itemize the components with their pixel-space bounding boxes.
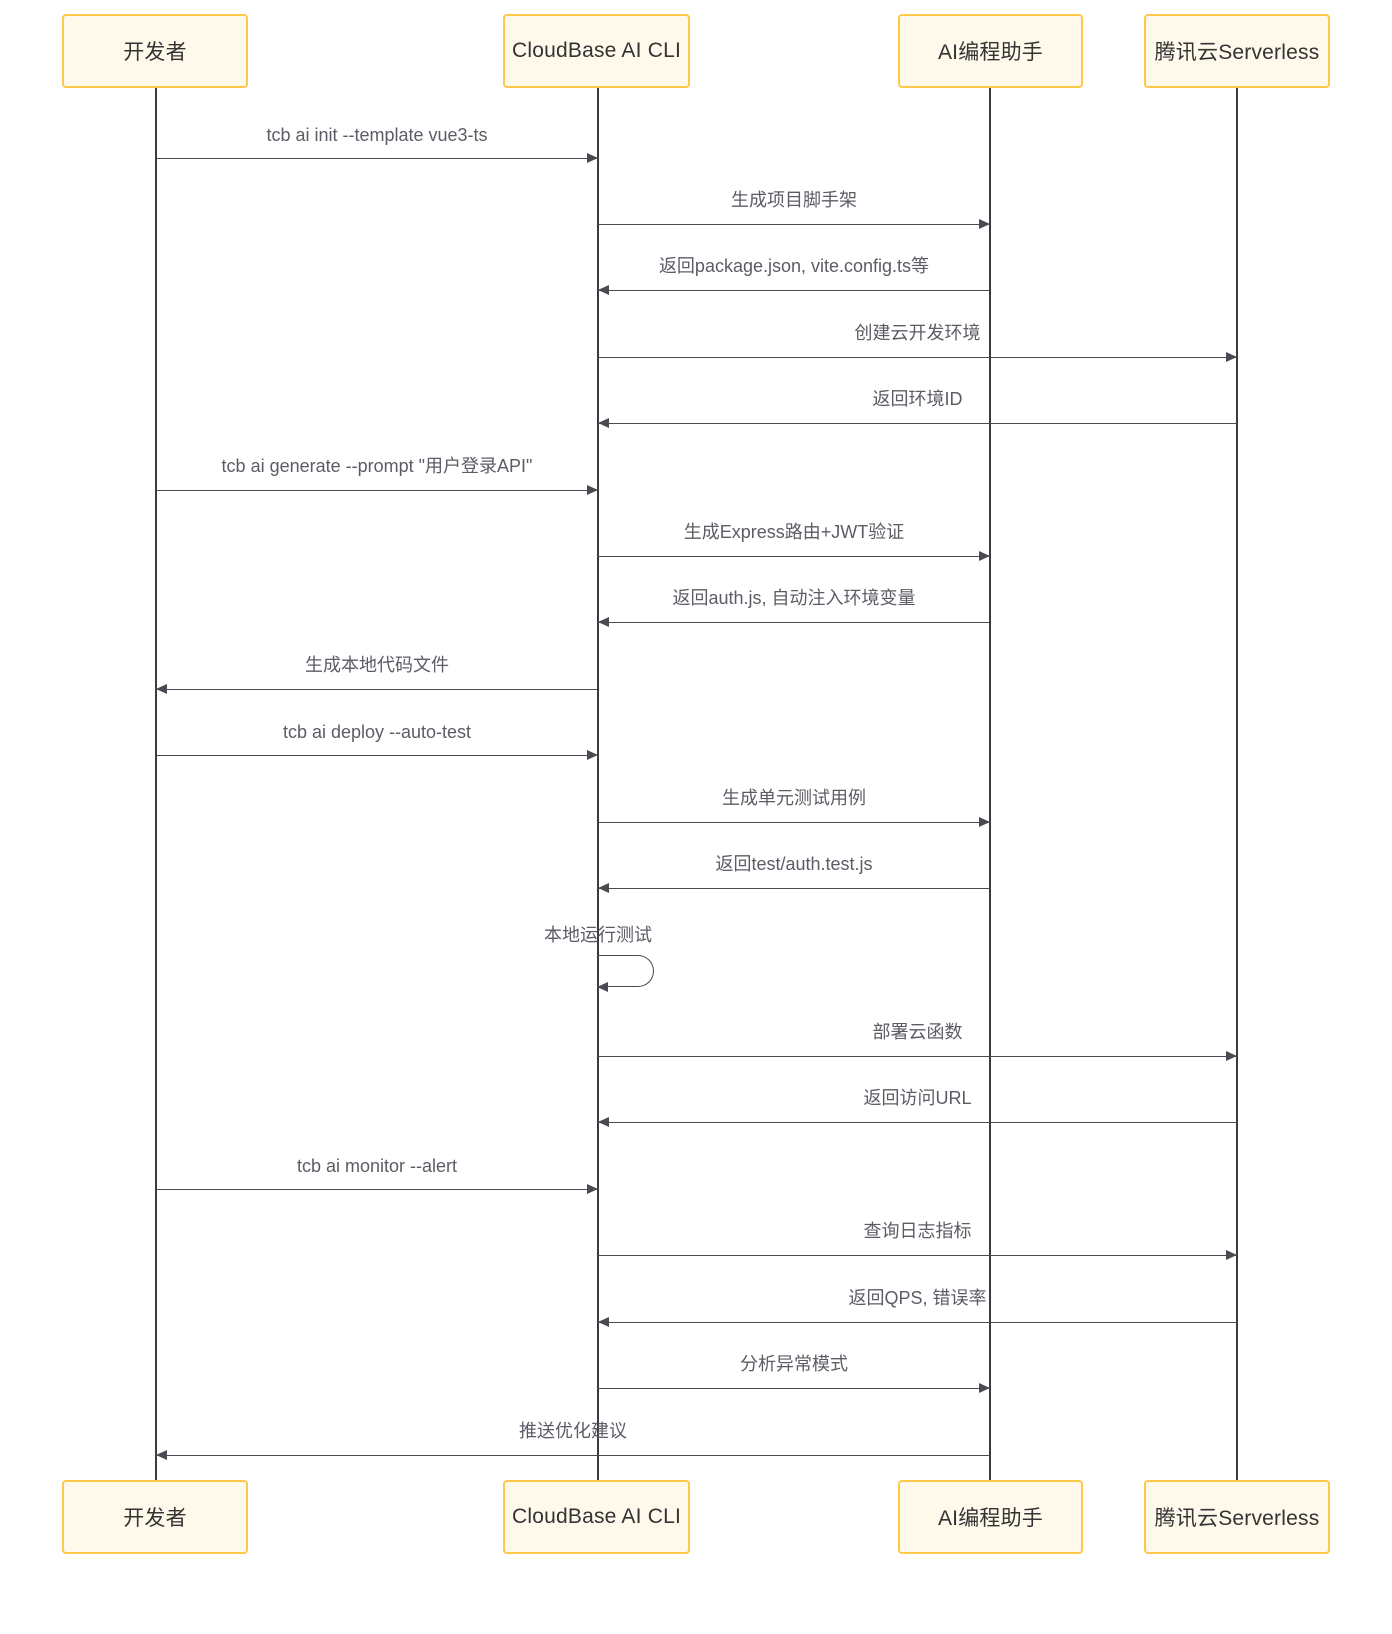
message-arrowhead bbox=[587, 152, 598, 163]
message-label: 查询日志指标 bbox=[863, 1221, 972, 1241]
message-label: 生成单元测试用例 bbox=[722, 788, 866, 808]
message-label: 返回访问URL bbox=[863, 1088, 972, 1108]
message-label: 推送优化建议 bbox=[519, 1421, 627, 1441]
message-arrowhead bbox=[598, 284, 609, 295]
message-line bbox=[598, 888, 990, 889]
message-label: 返回package.json, vite.config.ts等 bbox=[658, 256, 930, 276]
message-label: 创建云开发环境 bbox=[854, 323, 981, 343]
participant-label: 开发者 bbox=[123, 41, 187, 64]
message-label: 返回auth.js, 自动注入环境变量 bbox=[672, 588, 916, 608]
participant-label: 腾讯云Serverless bbox=[1154, 1507, 1320, 1530]
message-line bbox=[156, 1455, 990, 1456]
participant-bottom-serverless[interactable]: 腾讯云Serverless bbox=[1144, 1480, 1330, 1554]
message-arrowhead bbox=[598, 882, 609, 893]
lifeline-serverless bbox=[1236, 88, 1238, 1480]
message-line bbox=[598, 224, 990, 225]
lifeline-assistant bbox=[989, 88, 991, 1480]
message-label: 生成项目脚手架 bbox=[731, 190, 857, 210]
message-label: 返回test/auth.test.js bbox=[715, 854, 873, 874]
participant-bottom-dev[interactable]: 开发者 bbox=[62, 1480, 248, 1554]
message-arrowhead bbox=[587, 484, 598, 495]
message-label: tcb ai init --template vue3-ts bbox=[266, 125, 488, 145]
message-arrowhead bbox=[1226, 1249, 1237, 1260]
participant-top-assistant[interactable]: AI编程助手 bbox=[898, 14, 1083, 88]
message-line bbox=[598, 822, 990, 823]
message-arrowhead bbox=[598, 417, 609, 428]
message-arrowhead bbox=[979, 218, 990, 229]
message-line bbox=[598, 357, 1237, 358]
message-arrowhead bbox=[598, 1116, 609, 1127]
participant-bottom-cli[interactable]: CloudBase AI CLI bbox=[503, 1480, 690, 1554]
message-line bbox=[598, 622, 990, 623]
message-label: 返回QPS, 错误率 bbox=[848, 1288, 987, 1308]
message-line bbox=[598, 556, 990, 557]
message-arrowhead bbox=[979, 816, 990, 827]
participant-label: CloudBase AI CLI bbox=[512, 1505, 681, 1528]
participant-label: CloudBase AI CLI bbox=[512, 39, 681, 62]
message-label: tcb ai monitor --alert bbox=[296, 1156, 458, 1176]
message-line bbox=[156, 490, 598, 491]
message-line bbox=[598, 1255, 1237, 1256]
message-label: 本地运行测试 bbox=[544, 925, 652, 945]
participant-top-serverless[interactable]: 腾讯云Serverless bbox=[1144, 14, 1330, 88]
message-arrowhead bbox=[156, 1449, 167, 1460]
message-arrowhead bbox=[598, 1316, 609, 1327]
message-arrowhead bbox=[598, 616, 609, 627]
message-line bbox=[598, 423, 1237, 424]
lifeline-cli bbox=[597, 88, 599, 1480]
message-label: 分析异常模式 bbox=[740, 1354, 848, 1374]
participant-top-cli[interactable]: CloudBase AI CLI bbox=[503, 14, 690, 88]
message-line bbox=[156, 689, 598, 690]
message-line bbox=[156, 1189, 598, 1190]
message-arrowhead bbox=[979, 550, 990, 561]
message-line bbox=[598, 1056, 1237, 1057]
message-label: 返回环境ID bbox=[872, 389, 963, 409]
participant-label: 腾讯云Serverless bbox=[1154, 41, 1320, 64]
message-arrowhead bbox=[979, 1382, 990, 1393]
message-line bbox=[156, 158, 598, 159]
message-arrowhead bbox=[1226, 351, 1237, 362]
participant-label: 开发者 bbox=[123, 1507, 187, 1530]
self-message-arrowhead bbox=[597, 981, 608, 992]
message-arrowhead bbox=[1226, 1050, 1237, 1061]
message-arrowhead bbox=[156, 683, 167, 694]
participant-label: AI编程助手 bbox=[937, 1507, 1044, 1530]
participant-top-dev[interactable]: 开发者 bbox=[62, 14, 248, 88]
message-line bbox=[598, 1322, 1237, 1323]
message-label: 部署云函数 bbox=[872, 1022, 963, 1042]
message-arrowhead bbox=[587, 749, 598, 760]
message-label: tcb ai deploy --auto-test bbox=[282, 722, 472, 742]
self-message-loop bbox=[598, 955, 654, 987]
message-line bbox=[156, 755, 598, 756]
message-label: 生成Express路由+JWT验证 bbox=[683, 522, 905, 542]
message-label: tcb ai generate --prompt "用户登录API" bbox=[221, 456, 533, 476]
message-label: 生成本地代码文件 bbox=[305, 655, 449, 675]
participant-label: AI编程助手 bbox=[937, 41, 1044, 64]
message-arrowhead bbox=[587, 1183, 598, 1194]
message-line bbox=[598, 1122, 1237, 1123]
message-line bbox=[598, 1388, 990, 1389]
participant-bottom-assistant[interactable]: AI编程助手 bbox=[898, 1480, 1083, 1554]
lifeline-dev bbox=[155, 88, 157, 1480]
message-line bbox=[598, 290, 990, 291]
